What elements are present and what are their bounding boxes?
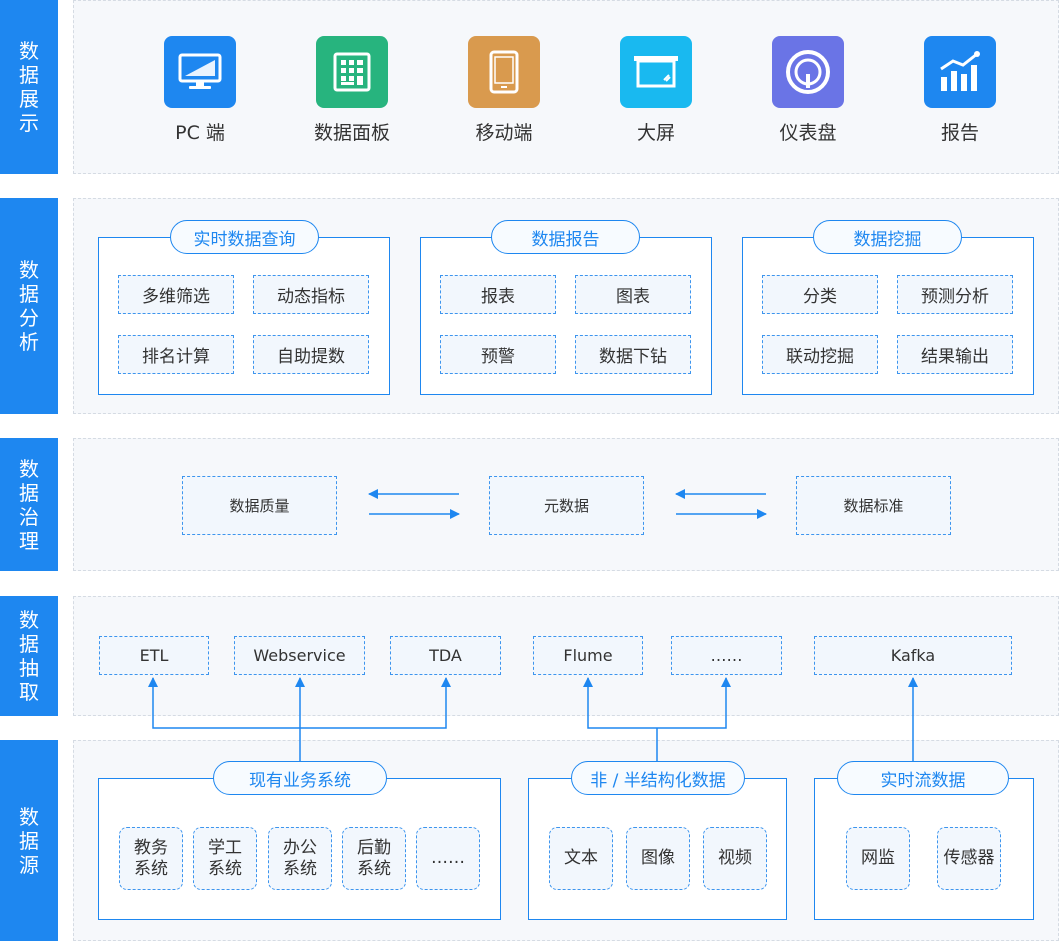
extraction-item-webservice[interactable]: Webservice: [234, 636, 365, 675]
source-item[interactable]: 教务系统: [119, 827, 183, 890]
display-item-label: PC 端: [175, 122, 225, 144]
analysis-item[interactable]: 排名计算: [118, 335, 234, 374]
monitor-icon: [164, 36, 236, 108]
analysis-item[interactable]: 数据下钻: [575, 335, 691, 374]
layer-label-display: 数据展示: [0, 0, 58, 174]
source-item[interactable]: 后勤系统: [342, 827, 406, 890]
big-screen-icon: [620, 36, 692, 108]
display-item-label: 数据面板: [313, 122, 390, 144]
layer-label-governance: 数据治理: [0, 438, 58, 571]
display-item-pc[interactable]: PC 端: [140, 36, 260, 145]
source-item[interactable]: 网监: [846, 827, 910, 890]
analysis-item[interactable]: 动态指标: [253, 275, 369, 314]
analysis-item[interactable]: 预警: [440, 335, 556, 374]
display-item-label: 移动端: [475, 122, 533, 144]
governance-item-metadata[interactable]: 元数据: [489, 476, 644, 535]
source-item[interactable]: 学工系统: [193, 827, 257, 890]
source-item[interactable]: 视频: [703, 827, 767, 890]
analysis-item[interactable]: 图表: [575, 275, 691, 314]
display-item-gauge[interactable]: 仪表盘: [748, 36, 868, 145]
source-item[interactable]: 文本: [549, 827, 613, 890]
display-item-big-screen[interactable]: 大屏: [596, 36, 716, 145]
extraction-item-kafka[interactable]: Kafka: [814, 636, 1012, 675]
layer-label-source: 数据源: [0, 740, 58, 941]
analysis-item[interactable]: 结果输出: [897, 335, 1013, 374]
analysis-group-title: 数据挖掘: [813, 220, 962, 254]
extraction-item-tda[interactable]: TDA: [390, 636, 501, 675]
extraction-item-flume[interactable]: Flume: [533, 636, 643, 675]
gauge-icon: [772, 36, 844, 108]
display-item-panel[interactable]: 数据面板: [292, 36, 412, 145]
source-group-title: 非 / 半结构化数据: [571, 761, 745, 795]
bar-chart-icon: [924, 36, 996, 108]
governance-item-quality[interactable]: 数据质量: [182, 476, 337, 535]
display-item-report[interactable]: 报告: [900, 36, 1020, 145]
analysis-group-title: 实时数据查询: [170, 220, 319, 254]
source-item[interactable]: 传感器: [937, 827, 1001, 890]
layer-label-extraction: 数据抽取: [0, 596, 58, 716]
source-item[interactable]: ……: [416, 827, 480, 890]
analysis-item[interactable]: 分类: [762, 275, 878, 314]
layer-label-analysis: 数据分析: [0, 198, 58, 414]
grid-panel-icon: [316, 36, 388, 108]
extraction-item-more[interactable]: ……: [671, 636, 782, 675]
analysis-item[interactable]: 多维筛选: [118, 275, 234, 314]
analysis-item[interactable]: 报表: [440, 275, 556, 314]
display-item-label: 仪表盘: [779, 122, 837, 144]
display-item-label: 报告: [940, 122, 979, 144]
governance-item-standard[interactable]: 数据标准: [796, 476, 951, 535]
source-item[interactable]: 办公系统: [268, 827, 332, 890]
display-item-mobile[interactable]: 移动端: [444, 36, 564, 145]
extraction-item-etl[interactable]: ETL: [99, 636, 209, 675]
analysis-group-title: 数据报告: [491, 220, 640, 254]
analysis-item[interactable]: 自助提数: [253, 335, 369, 374]
analysis-item[interactable]: 预测分析: [897, 275, 1013, 314]
source-item[interactable]: 图像: [626, 827, 690, 890]
source-group-title: 现有业务系统: [213, 761, 387, 795]
mobile-phone-icon: [468, 36, 540, 108]
display-item-label: 大屏: [636, 122, 675, 144]
source-group-title: 实时流数据: [837, 761, 1009, 795]
display-panel: PC 端 数据面板 移动端: [73, 0, 1059, 174]
analysis-item[interactable]: 联动挖掘: [762, 335, 878, 374]
